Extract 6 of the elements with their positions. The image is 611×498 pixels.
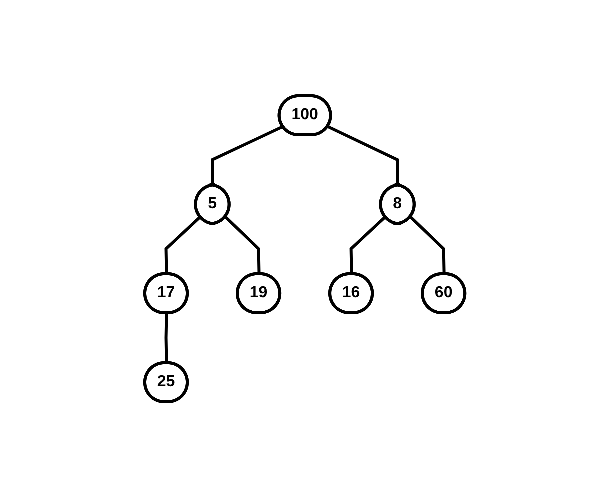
connector <box>328 125 400 186</box>
connector <box>410 216 446 275</box>
connector <box>165 313 169 364</box>
connector <box>350 216 387 275</box>
connector <box>165 216 202 275</box>
connector <box>225 216 262 275</box>
